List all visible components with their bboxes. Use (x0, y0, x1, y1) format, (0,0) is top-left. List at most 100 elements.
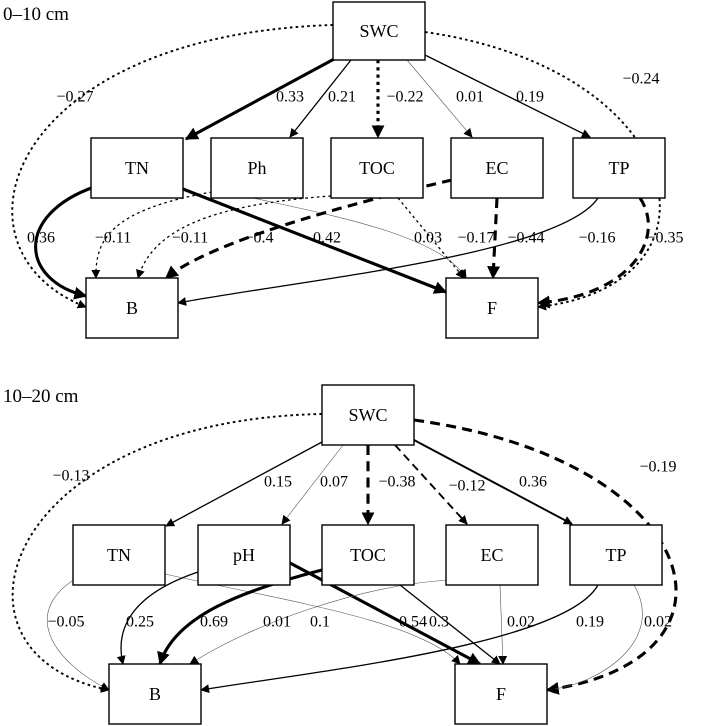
edge-top-tp-to-f (536, 197, 650, 309)
node-label: TN (125, 158, 149, 178)
edge-bottom-ec-to-b (189, 579, 451, 665)
node-top-ec: EC (450, 137, 544, 199)
coef-bottom-swc-to-toc: −0.38 (378, 474, 415, 491)
node-box (321, 384, 415, 446)
node-top-f: F (445, 277, 539, 339)
edge-top-swc-to-ph (289, 59, 352, 138)
coef-bottom-swc-to-tn: 0.15 (264, 474, 292, 491)
coef-top-tp-to-b: −0.16 (578, 230, 615, 247)
node-box (321, 524, 415, 586)
edge-bottom-toc-to-b (157, 568, 323, 666)
coef-bottom-ph-to-b: 0.25 (126, 614, 154, 631)
node-label: B (126, 298, 138, 318)
edge-top-ph-to-b (91, 191, 213, 279)
edge-top-swc-to-tp (424, 54, 591, 138)
coef-bottom-swc-to-ec: −0.12 (448, 478, 485, 495)
coef-bottom-swc-to-tp: 0.36 (519, 474, 547, 491)
node-bottom-ec: EC (445, 524, 539, 586)
node-box (90, 137, 184, 199)
node-bottom-f: F (454, 663, 548, 725)
node-bottom-ph: pH (197, 524, 291, 586)
edge-top-swc-to-ec (406, 59, 473, 138)
coef-bottom-ec-to-b: 0.01 (263, 614, 291, 631)
node-bottom-toc: TOC (321, 524, 415, 586)
edge-bottom-swc-to-tp (413, 439, 573, 525)
coef-bottom-tp-to-b: 0.19 (576, 614, 604, 631)
coef-bottom-tn-to-f: 0.1 (310, 614, 330, 631)
node-label: TN (107, 545, 131, 565)
edge-top-tn-to-f (182, 187, 448, 294)
edge-bottom-ec-to-f (498, 584, 508, 665)
edge-top-ph-to-f (252, 197, 467, 279)
coef-top-swc-to-ph: 0.21 (328, 89, 356, 106)
node-label: TP (608, 158, 629, 178)
edge-top-tp-to-b (177, 197, 599, 306)
coef-bottom-swc-to-ph: 0.07 (320, 474, 348, 491)
edge-bottom-tp-to-f (546, 584, 643, 694)
edge-bottom-tp-to-b (200, 584, 599, 694)
node-box (330, 137, 424, 199)
coef-top-swc-to-tn: 0.33 (276, 89, 304, 106)
node-label: F (487, 298, 497, 318)
edge-top-swc-to-tn (184, 56, 337, 141)
node-box (85, 277, 179, 339)
node-label: EC (485, 158, 508, 178)
node-label: SWC (348, 405, 387, 425)
edge-bottom-tn-to-b (47, 575, 110, 691)
coef-top-swc-to-b: −0.27 (56, 89, 93, 106)
node-box (445, 524, 539, 586)
edge-top-toc-to-b (136, 195, 332, 279)
edge-bottom-swc-to-b (11, 413, 323, 693)
edge-bottom-swc-to-ph (281, 444, 344, 525)
edge-top-swc-to-b (11, 24, 334, 309)
edge-top-ec-to-f (487, 197, 501, 280)
node-top-toc: TOC (330, 137, 424, 199)
node-label: pH (233, 545, 255, 565)
edge-top-tn-to-b (34, 185, 95, 300)
node-bottom-tp: TP (569, 524, 663, 586)
coef-top-ph-to-f: 0.03 (414, 230, 442, 247)
coef-bottom-ec-to-f: 0.02 (507, 614, 535, 631)
edge-bottom-swc-to-f (413, 418, 678, 695)
coef-top-tn-to-f: 0.42 (313, 230, 341, 247)
node-label: TP (605, 545, 626, 565)
node-top-ph: Ph (210, 137, 304, 199)
node-box (108, 663, 202, 725)
coef-bottom-tn-to-b: −0.05 (47, 614, 84, 631)
panel-title-10-20cm: 10–20 cm (3, 386, 79, 407)
node-box (572, 137, 666, 199)
node-box (197, 524, 291, 586)
node-label: F (496, 684, 506, 704)
coef-top-toc-to-f: −0.17 (457, 230, 494, 247)
coef-bottom-swc-to-f: −0.19 (639, 459, 676, 476)
coef-bottom-swc-to-b: −0.13 (52, 468, 89, 485)
panel-title-0-10cm: 0–10 cm (3, 4, 69, 25)
coef-bottom-ph-to-f: 0.54 (399, 614, 427, 631)
node-label: B (149, 684, 161, 704)
node-top-tp: TP (572, 137, 666, 199)
coef-top-toc-to-b: −0.11 (172, 230, 208, 247)
node-box (454, 663, 548, 725)
node-bottom-tn: TN (72, 524, 166, 586)
node-box (445, 277, 539, 339)
coef-top-swc-to-tp: 0.19 (516, 89, 544, 106)
node-box (210, 137, 304, 199)
coef-top-ec-to-f: −0.44 (507, 230, 544, 247)
node-bottom-b: B (108, 663, 202, 725)
coef-top-tp-to-f: −0.35 (646, 230, 683, 247)
node-top-tn: TN (90, 137, 184, 199)
coef-bottom-tp-to-f: 0.02 (644, 614, 672, 631)
node-box (332, 1, 426, 61)
node-top-swc: SWC (332, 1, 426, 61)
edge-bottom-swc-to-tn (165, 441, 323, 527)
node-label: Ph (247, 158, 266, 178)
node-bottom-swc: SWC (321, 384, 415, 446)
node-label: SWC (359, 21, 398, 41)
edge-bottom-ph-to-b (116, 571, 199, 665)
coef-bottom-toc-to-b: 0.69 (200, 614, 228, 631)
coef-bottom-toc-to-f: 0.3 (429, 614, 449, 631)
coef-top-swc-to-f: −0.24 (622, 71, 659, 88)
node-label: TOC (359, 158, 395, 178)
coef-top-ec-to-b: −0.4 (244, 230, 273, 247)
